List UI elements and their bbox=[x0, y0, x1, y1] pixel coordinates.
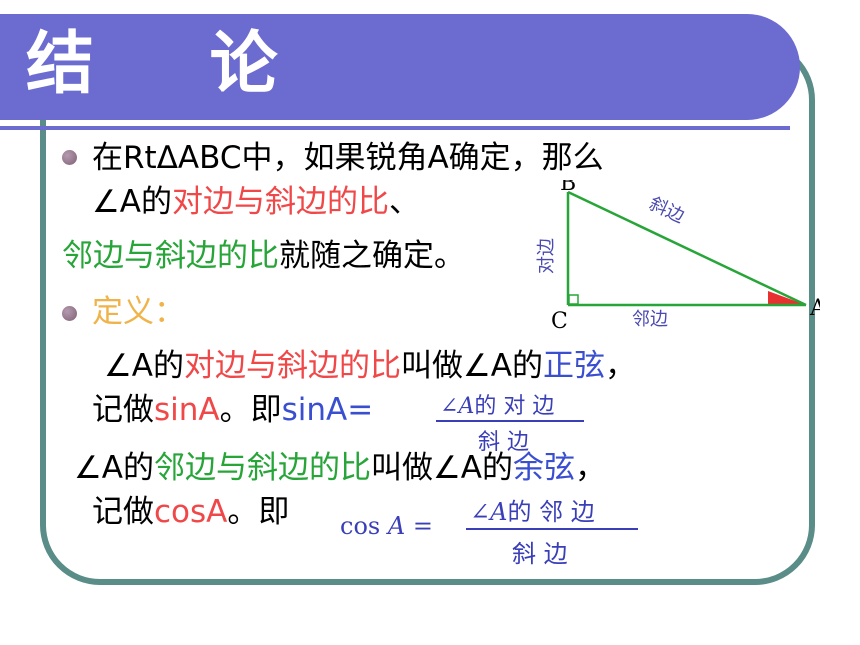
comma-text: ， bbox=[605, 348, 636, 384]
cosine-notation-line: 记做cosA。即 bbox=[92, 492, 289, 532]
opposite-ratio-text: 对边与斜边的比 bbox=[184, 348, 401, 384]
cosine-lhs: cos A = bbox=[340, 512, 433, 540]
called-text: 叫做∠A的 bbox=[401, 348, 543, 384]
angle-symbol: ∠ bbox=[440, 394, 459, 419]
opposite-ratio-text: 对边与斜边的比 bbox=[172, 184, 389, 220]
cosine-numerator: ∠A的 邻 边 bbox=[470, 492, 595, 527]
opposite-label: 对边 bbox=[536, 238, 557, 274]
notation-text: 记做 bbox=[92, 392, 154, 428]
comma-text: 、 bbox=[389, 184, 420, 220]
sin-a-equals: sinA= bbox=[281, 392, 374, 428]
notation-text: 记做 bbox=[92, 494, 154, 530]
cos-text: cos bbox=[340, 512, 388, 540]
that-is-text: 。即 bbox=[227, 494, 290, 530]
cosine-term: 余弦 bbox=[513, 450, 575, 486]
sine-term: 正弦 bbox=[543, 348, 605, 384]
definition-label: 定义： bbox=[92, 294, 185, 330]
called-text: 叫做∠A的 bbox=[371, 450, 513, 486]
angle-variable: A bbox=[458, 394, 475, 419]
comma-text: ， bbox=[575, 450, 606, 486]
angle-a-text: ∠A的 bbox=[104, 348, 184, 384]
statement-line-1: 在RtΔABC中，如果锐角A确定，那么 bbox=[92, 140, 604, 176]
vertex-b-label: B bbox=[560, 180, 576, 196]
angle-variable: A bbox=[387, 512, 406, 540]
vertex-a-label: A bbox=[809, 296, 820, 321]
statement-line-2: ∠A的对边与斜边的比、 bbox=[92, 182, 420, 222]
cosine-fraction-bar bbox=[466, 528, 638, 530]
sine-fraction-bar bbox=[436, 420, 584, 422]
sine-notation-line: 记做sinA。即sinA= bbox=[92, 390, 373, 430]
numerator-text: 的 对 边 bbox=[474, 394, 555, 419]
adjacent-ratio-text: 邻边与斜边的比 bbox=[62, 238, 279, 274]
sine-denominator: 斜 边 bbox=[478, 430, 529, 455]
hypotenuse-line bbox=[567, 190, 807, 307]
equals-sign: = bbox=[405, 512, 433, 540]
sine-definition-line: ∠A的对边与斜边的比叫做∠A的正弦， bbox=[104, 346, 636, 386]
cos-a-symbol: cosA bbox=[154, 494, 228, 530]
bullet-dot bbox=[62, 150, 77, 165]
sin-a-symbol: sinA bbox=[154, 392, 220, 428]
numerator-text: 的 邻 边 bbox=[507, 498, 595, 526]
bullet-dot bbox=[62, 306, 77, 321]
angle-variable: A bbox=[490, 498, 508, 526]
cosine-denominator: 斜 边 bbox=[512, 540, 568, 568]
vertex-c-label: C bbox=[551, 309, 568, 330]
angle-a-text: ∠A的 bbox=[92, 184, 172, 220]
right-triangle-diagram: B C A 斜边 对边 邻边 bbox=[536, 180, 820, 330]
determined-text: 就随之确定。 bbox=[279, 238, 465, 274]
adjacent-label: 邻边 bbox=[632, 309, 668, 330]
angle-a-text: ∠A的 bbox=[74, 450, 154, 486]
title-banner bbox=[0, 14, 800, 120]
title-underline bbox=[0, 126, 790, 130]
that-is-text: 。即 bbox=[219, 392, 282, 428]
angle-symbol: ∠ bbox=[470, 498, 491, 526]
sine-numerator: ∠A的 对 边 bbox=[440, 388, 554, 420]
slide-title: 结 论 bbox=[26, 25, 324, 104]
cosine-definition-line: ∠A的邻边与斜边的比叫做∠A的余弦， bbox=[74, 448, 606, 488]
adjacent-ratio-text: 邻边与斜边的比 bbox=[154, 450, 371, 486]
right-angle-marker bbox=[568, 294, 579, 305]
statement-line-3: 邻边与斜边的比就随之确定。 bbox=[62, 236, 465, 276]
hypotenuse-label: 斜边 bbox=[646, 193, 688, 227]
